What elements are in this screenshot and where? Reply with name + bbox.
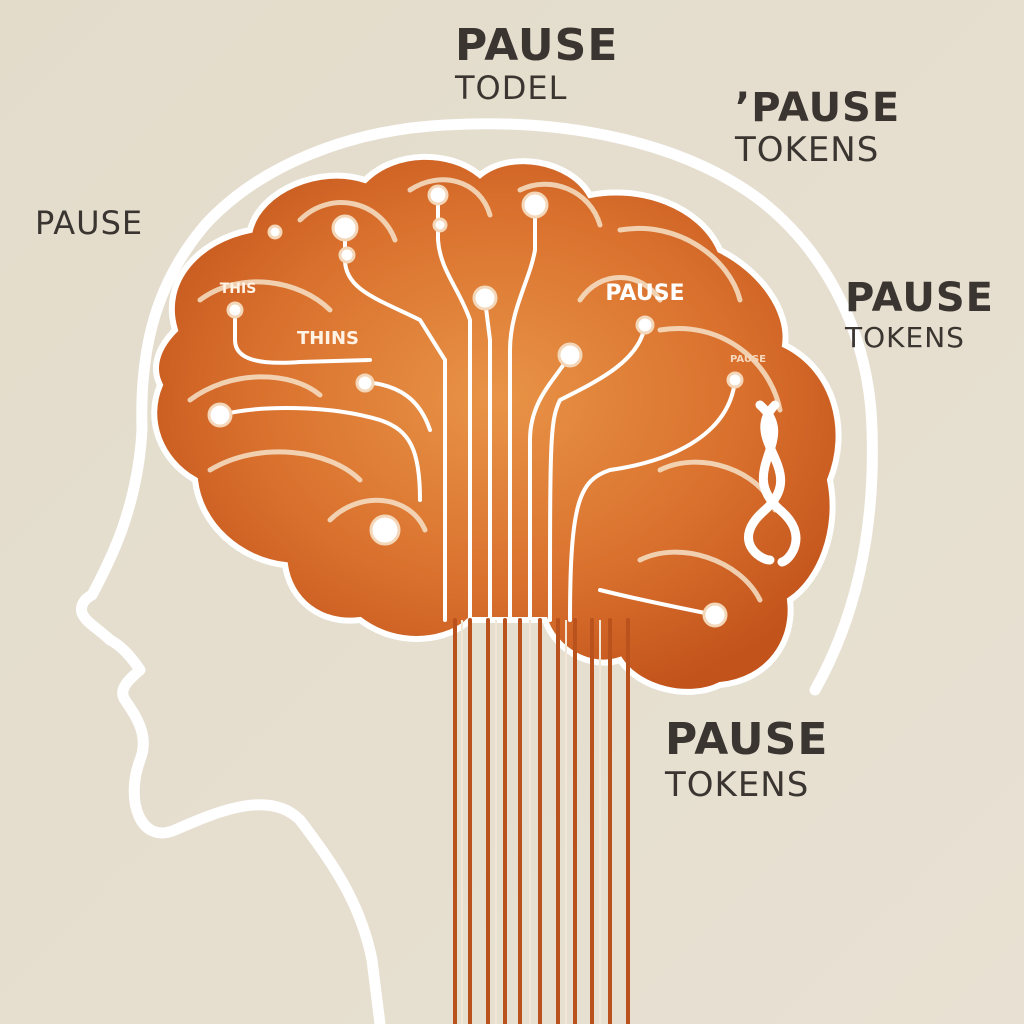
node-dot-icon [338,246,356,264]
label-mid-right-line1: PAUSE [845,275,994,321]
label-bottom-right-line2: TOKENS [665,765,810,805]
label-top-right-line1: ’PAUSE [735,85,901,131]
dna-helix-icon [744,400,801,567]
node-dot-icon [557,342,583,368]
brain-text-this: THIS [220,281,257,297]
node-dot-icon [702,602,728,628]
circuit-trunk [453,618,630,1024]
label-mid-right-line2: TOKENS [845,321,965,354]
node-dot-icon [226,301,244,319]
circuit-nodes [207,184,744,628]
label-top-center-line2: TODEL [455,69,568,107]
node-dot-icon [726,371,744,389]
brain [151,153,842,695]
brain-text-pause: PAUSE [605,281,684,306]
node-dot-icon [331,214,359,242]
node-dot-icon [355,373,375,393]
node-dot-icon [369,514,401,546]
head-outline [76,118,878,1024]
node-dot-icon [472,285,498,311]
label-top-center: PAUSE TODEL [455,20,619,107]
label-top-right: ’PAUSE TOKENS [735,85,900,169]
label-mid-right: PAUSE TOKENS [845,275,994,355]
label-left: PAUSE [35,205,143,241]
node-dot-icon [635,315,655,335]
label-bottom-right-line1: PAUSE [665,714,829,765]
brain-text-small: PAUSE [730,354,766,365]
node-dot-icon [267,224,283,240]
label-left-line1: PAUSE [35,204,144,242]
node-dot-icon [432,217,448,233]
node-dot-icon [521,191,549,219]
label-top-right-line2: TOKENS [735,130,880,170]
node-dot-icon [427,184,449,206]
label-top-center-line1: PAUSE [455,20,619,71]
circuit-trunk-highlight [461,620,601,1024]
node-dot-icon [207,402,233,428]
label-bottom-right: PAUSE TOKENS [665,714,829,806]
brain-text-thins: THINS [297,328,359,349]
